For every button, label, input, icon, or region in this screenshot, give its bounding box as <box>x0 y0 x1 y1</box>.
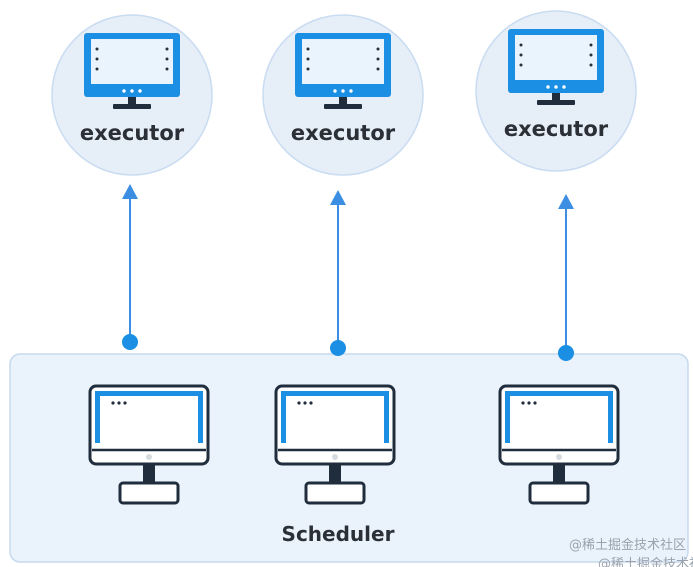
executor-label: executor <box>80 121 185 145</box>
executor-node-3: executor <box>475 10 637 172</box>
connector-dot <box>330 340 346 356</box>
executor-label: executor <box>291 121 396 145</box>
watermark-text-partial: @稀土掘金技术社 <box>598 556 693 567</box>
scheduler-machine-1 <box>88 384 210 505</box>
executor-label: executor <box>504 117 609 141</box>
arrow-head-icon <box>122 184 138 199</box>
connector-dot <box>122 334 138 350</box>
executor-monitor-icon <box>508 29 604 105</box>
arrow-head-icon <box>330 190 346 205</box>
watermark-text: @稀土掘金技术社区 <box>569 537 686 553</box>
scheduler-machine-3 <box>498 384 620 505</box>
executor-monitor-icon <box>84 33 180 109</box>
desktop-computer-icon <box>274 384 396 505</box>
connector-arrow-3 <box>558 194 574 361</box>
scheduler-machine-2 <box>274 384 396 505</box>
desktop-computer-icon <box>498 384 620 505</box>
arrow-head-icon <box>558 194 574 209</box>
scheduler-label: Scheduler <box>282 522 395 546</box>
executor-node-1: executor <box>51 14 213 176</box>
executor-monitor-icon <box>295 33 391 109</box>
connector-dot <box>558 345 574 361</box>
executor-node-2: executor <box>262 14 424 176</box>
connector-arrow-2 <box>330 190 346 356</box>
desktop-computer-icon <box>88 384 210 505</box>
connector-arrow-1 <box>122 184 138 350</box>
